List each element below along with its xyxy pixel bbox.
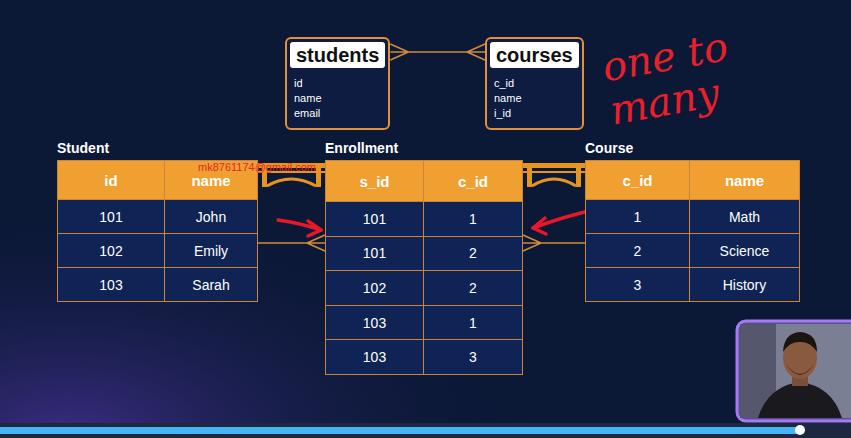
person-hair [783, 332, 817, 352]
entity-box: courses c_id name i_id [485, 37, 584, 130]
bridge-pier [316, 163, 321, 187]
table-cell: Emily [165, 234, 258, 268]
progress-knob [795, 425, 805, 435]
column-header: name [690, 160, 800, 200]
progress-bar [0, 427, 800, 434]
bridge-arch [267, 179, 316, 186]
table-cell: Sarah [165, 268, 258, 302]
webcam-overlay [737, 321, 851, 421]
relationship-line [523, 235, 585, 251]
bridge-pier [527, 163, 532, 187]
attribute-list: id name email [294, 76, 322, 121]
table-cell: 101 [57, 200, 165, 234]
table-cell: John [165, 200, 258, 234]
arrow-head [533, 218, 546, 234]
table-cell: 1 [424, 202, 523, 237]
table-cell: 101 [325, 202, 424, 237]
entity-box: students id name email [285, 37, 390, 130]
table-cell: 3 [424, 340, 523, 375]
table-cell: History [690, 268, 800, 302]
table-cell: 103 [325, 306, 424, 341]
column-header: s_id [325, 160, 424, 202]
table-cell: 2 [424, 237, 523, 272]
note-holder: mk8761174@gmail.com [198, 161, 316, 173]
table-title: Enrollment [325, 140, 523, 156]
bridge-arch [532, 179, 576, 186]
bridge-pier [576, 163, 581, 187]
entity-name: courses [490, 42, 579, 68]
player-bar [0, 423, 851, 438]
annotation-arrow [278, 220, 321, 236]
arrow-head [308, 221, 321, 236]
table-cell: 2 [585, 234, 690, 268]
relationship-line [258, 235, 325, 251]
bridge-icon [521, 163, 587, 187]
webcam-wall [740, 324, 851, 418]
table-cell: 1 [585, 200, 690, 234]
watermark: mk8761174@gmail.com [198, 161, 316, 173]
table-cell: 103 [325, 340, 424, 375]
webcam-frame [737, 321, 851, 421]
table-cell: Math [690, 200, 800, 234]
data-table: Enrollments_idc_id10111012102210311033 [325, 140, 523, 375]
column-header: id [57, 160, 165, 200]
relationship-line [390, 44, 485, 60]
data-table: Course c_idname1Math2Science3History [585, 140, 800, 302]
table-cell: 3 [585, 268, 690, 302]
column-header: c_id [585, 160, 690, 200]
table-cell: 1 [424, 306, 523, 341]
table-title: Student [57, 140, 258, 156]
column-header: c_id [424, 160, 523, 202]
entity-name: students [290, 42, 385, 68]
attribute-list: c_id name i_id [494, 76, 522, 121]
table-title: Course [585, 140, 800, 156]
table-cell: Science [690, 234, 800, 268]
table-cell: 2 [424, 271, 523, 306]
table-cell: 102 [325, 271, 424, 306]
table-cell: 102 [57, 234, 165, 268]
table-cell: 101 [325, 237, 424, 272]
person-shirt [758, 382, 842, 418]
table-cell: 103 [57, 268, 165, 302]
person-beard [786, 364, 814, 375]
